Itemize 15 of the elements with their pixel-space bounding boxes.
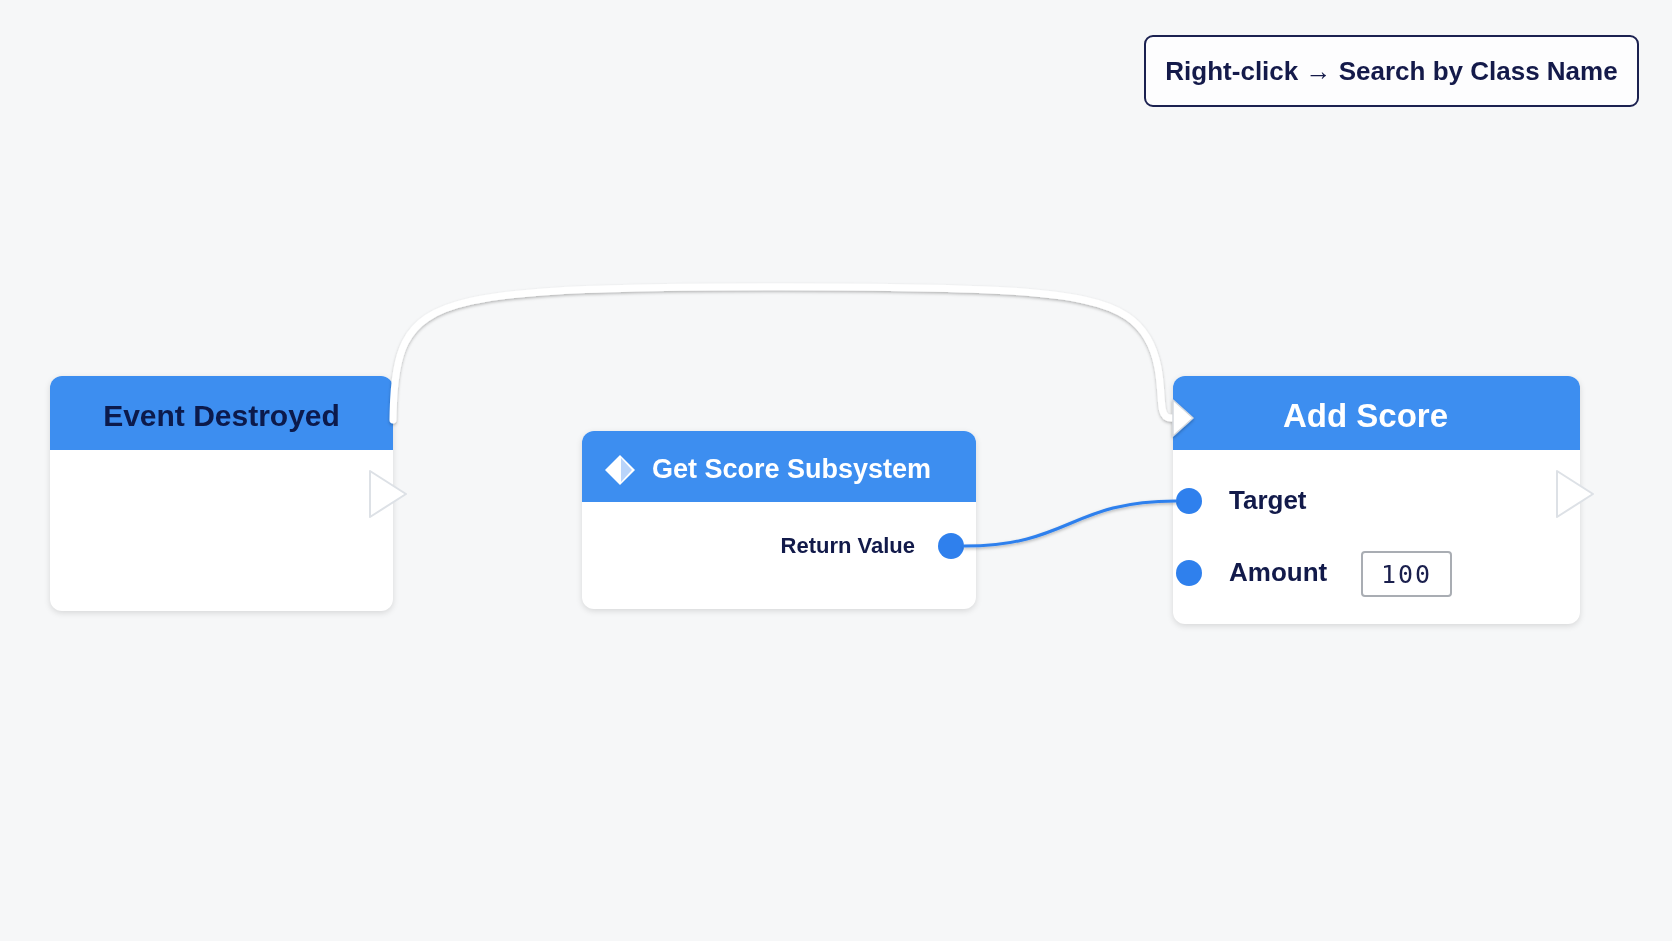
node-title: Add Score [1282,397,1448,435]
pin-label: Target [1229,485,1307,517]
data-pin [938,533,964,559]
hint-box [1144,35,1639,107]
blueprint-node [582,431,976,609]
pin-label: Amount [1229,557,1328,589]
node-title: Event Destroyed [103,399,340,433]
data-wire [962,499,1178,548]
data-pin [1176,488,1202,514]
node-title: Get Score Subsystem [652,454,932,485]
hint-text: Right-click → Search by Class Name [1165,55,1618,87]
input-field: 100 [1361,551,1452,597]
data-pin [1176,560,1202,586]
exec-wire [389,283,1194,437]
pin-label: Return Value [780,532,915,560]
